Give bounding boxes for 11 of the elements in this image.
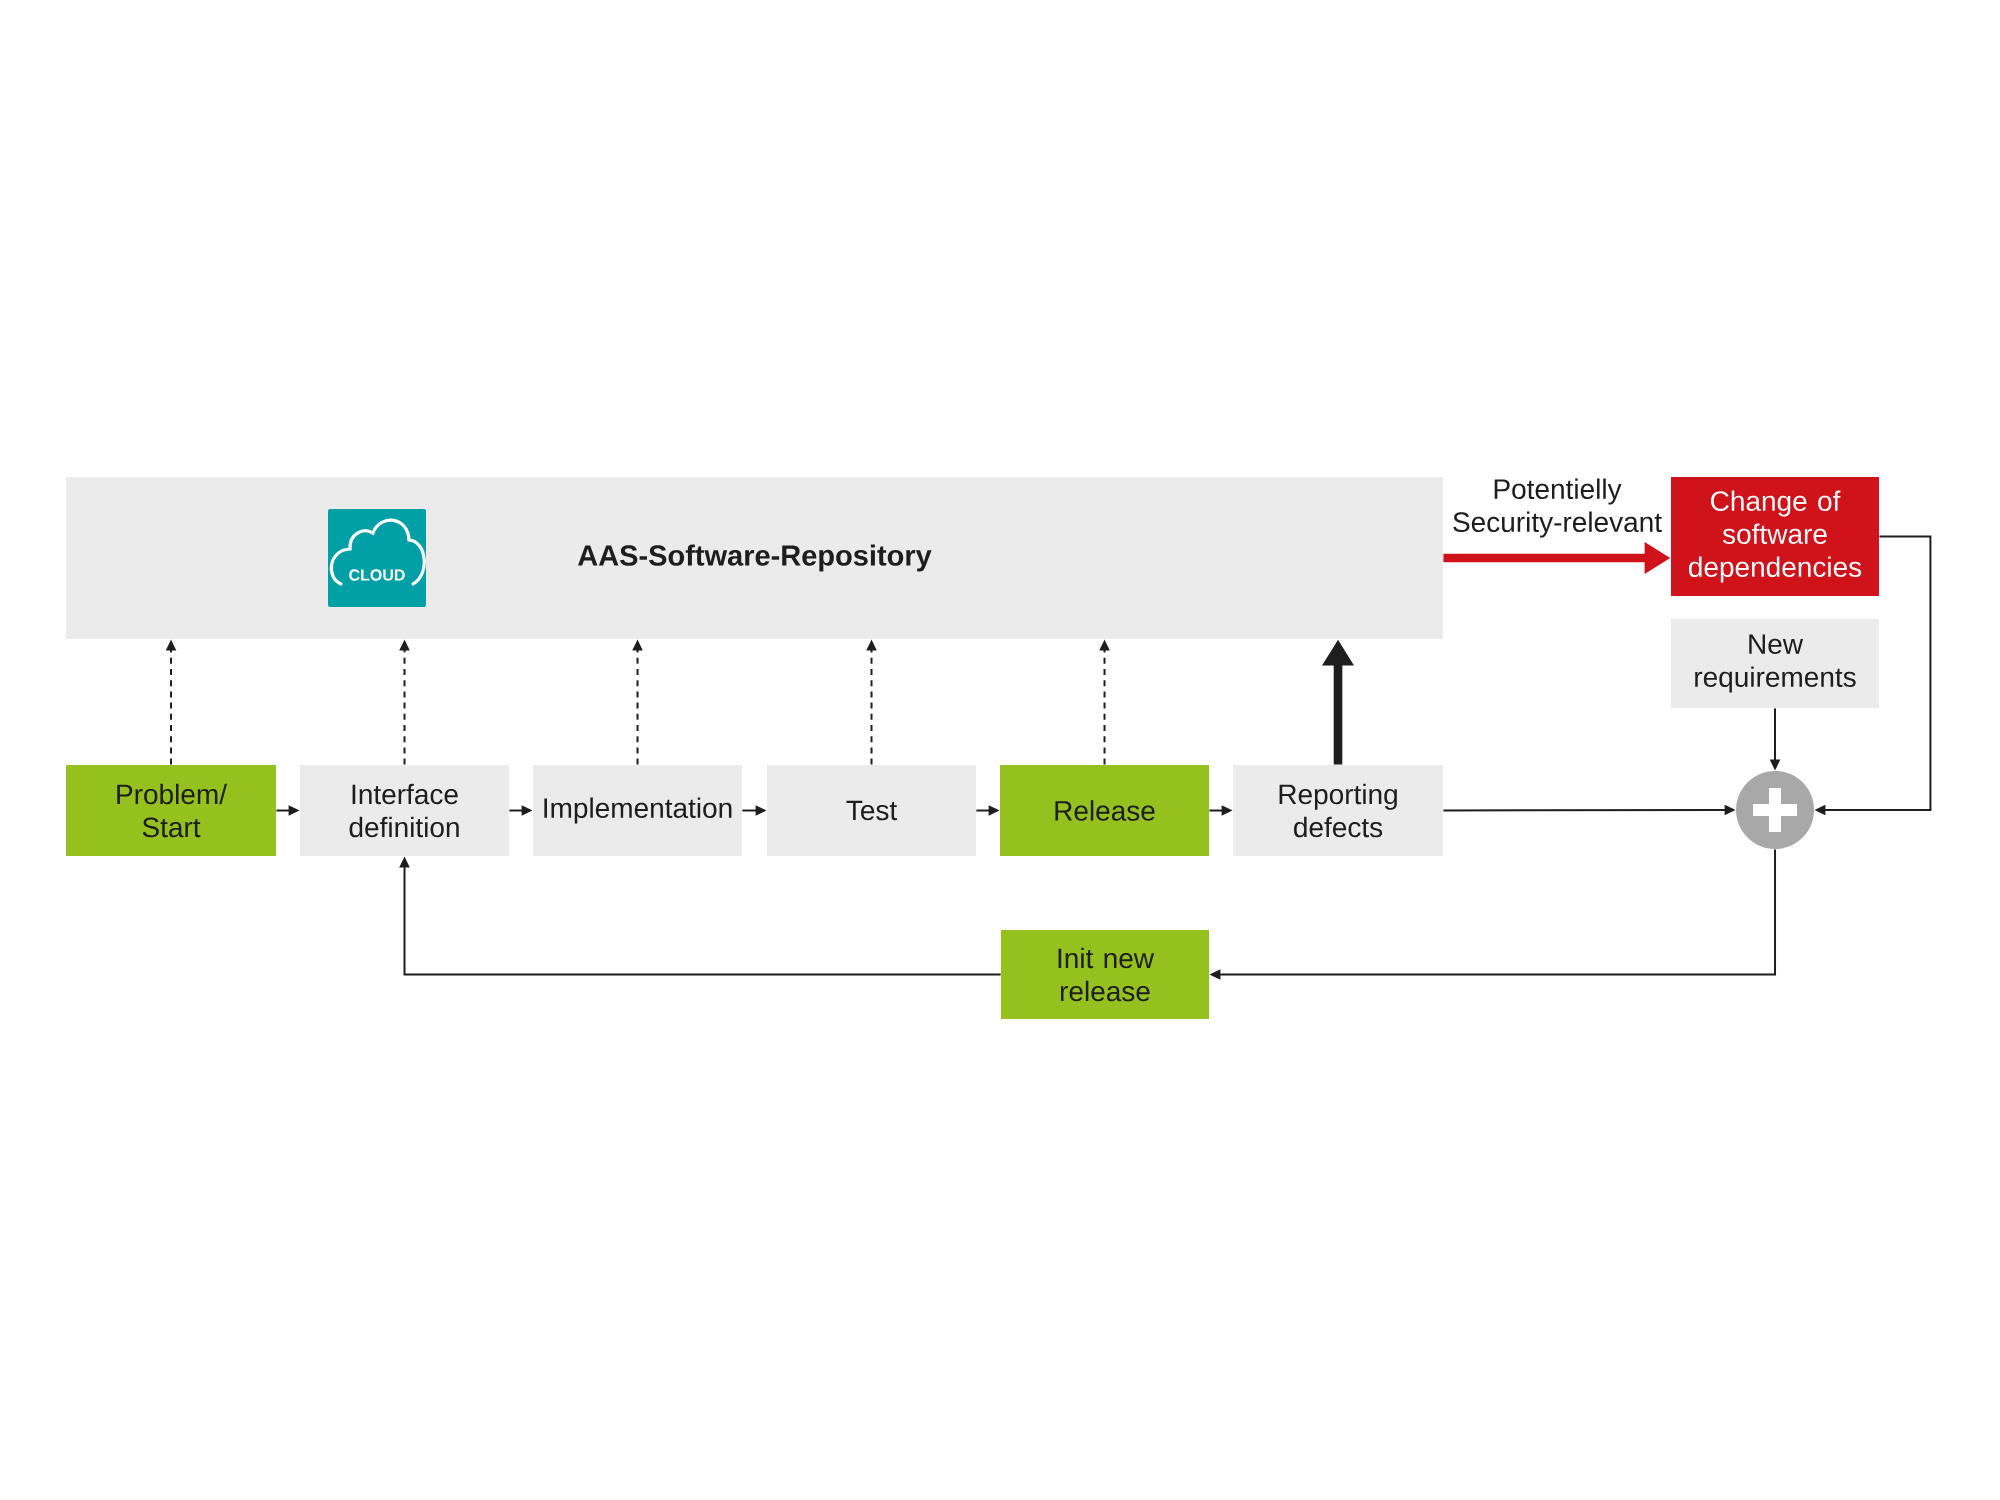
process-box: Implementation — [533, 765, 742, 856]
process-box: New requirements — [1671, 619, 1880, 708]
edge-label: Potentielly Security-relevant — [1453, 478, 1662, 538]
process-box: Init new release — [1001, 930, 1209, 1019]
process-box: Problem/ Start — [66, 765, 276, 856]
plus-circle — [1736, 771, 1815, 849]
process-box: Change of software dependencies — [1671, 477, 1880, 596]
process-box: Interface definition — [300, 765, 509, 856]
process-box: Release — [1000, 765, 1209, 856]
process-box: Reporting defects — [1233, 765, 1443, 856]
process-box: Test — [767, 765, 976, 856]
